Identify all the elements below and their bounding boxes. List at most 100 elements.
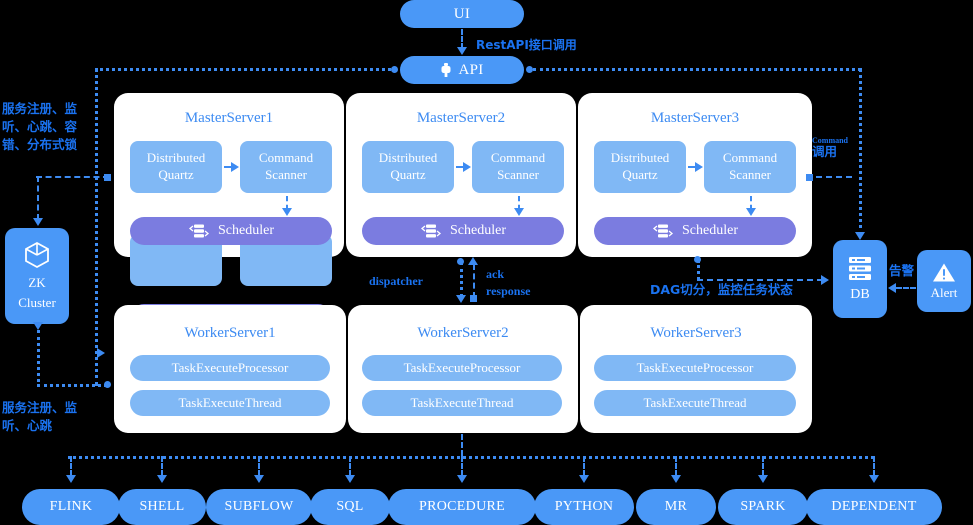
api-right-bus [533, 68, 861, 71]
master-server-1-title: MasterServer1 [184, 110, 274, 126]
master1-quartz-box[interactable]: Distributed Quartz [130, 141, 222, 193]
master3-quartz-line2: Quartz [622, 167, 658, 182]
task-type-label: FLINK [49, 499, 93, 514]
zk-branch-v [37, 176, 39, 220]
api-node[interactable]: API [400, 56, 524, 84]
master2-scheduler-bar[interactable]: Scheduler [362, 217, 564, 245]
ui-node[interactable]: UI [400, 0, 524, 28]
master3-q-to-s-arrow [695, 162, 703, 172]
task-type-shell[interactable]: SHELL [118, 489, 206, 525]
worker1-thread-label: TaskExecuteThread [178, 395, 282, 410]
task-drop-line [762, 456, 764, 476]
task-type-label: SQL [336, 499, 364, 514]
worker-server-1-title: WorkerServer1 [184, 325, 276, 341]
dispatcher-arrow [456, 295, 466, 303]
ui-api-arrow [457, 47, 467, 55]
task-type-label: SHELL [139, 499, 185, 514]
master2-quartz-box[interactable]: Distributed Quartz [362, 141, 454, 193]
master2-quartz-line1: Distributed [378, 150, 438, 166]
master3-s-to-sched-line [750, 196, 752, 210]
master2-s-to-sched-arrow [514, 208, 524, 216]
server-stack-icon [420, 224, 442, 238]
command-call-label: Command 调用 [812, 136, 848, 159]
worker2-thread-label: TaskExecuteThread [410, 395, 514, 410]
master3-command-branch-cap [806, 174, 813, 181]
ui-api-connector [461, 29, 463, 49]
task-type-flink[interactable]: FLINK [22, 489, 120, 525]
master3-scanner-line2: Scanner [729, 167, 771, 182]
response-label: response [486, 284, 531, 298]
task-drop-line [461, 456, 463, 476]
master1-scheduler-label: Scheduler [218, 223, 274, 238]
cube-icon [24, 241, 50, 269]
dispatcher-label: dispatcher [369, 274, 423, 288]
server-stack-icon [652, 224, 674, 238]
zk-note-top: 服务注册、监听、心跳、容错、分布式锁 [2, 101, 78, 153]
task-type-label: MR [664, 499, 688, 514]
task-type-mr[interactable]: MR [636, 489, 716, 525]
alert-to-db-line [896, 287, 916, 289]
dag-arrow [821, 275, 829, 285]
master3-scanner-box[interactable]: Command Scanner [704, 141, 796, 193]
task-drop-arrow [758, 475, 768, 483]
master1-scheduler-bar[interactable]: Scheduler [130, 217, 332, 245]
task-type-dependent[interactable]: DEPENDENT [806, 489, 942, 525]
right-spine [859, 68, 862, 236]
task-drop-line [161, 456, 163, 476]
master1-q-to-s-line [224, 166, 233, 168]
master-server-3-title: MasterServer3 [650, 110, 740, 126]
warning-triangle-icon [932, 262, 956, 283]
master-server-2-title: MasterServer2 [416, 110, 506, 126]
right-spine-arrow [855, 232, 865, 240]
task-type-python[interactable]: PYTHON [534, 489, 634, 525]
restapi-label: RestAPI接口调用 [476, 38, 577, 52]
zk-down-h [37, 384, 107, 387]
db-node[interactable]: DB [833, 240, 887, 318]
task-drop-arrow [671, 475, 681, 483]
worker1-thread[interactable]: TaskExecuteThread [130, 390, 330, 416]
database-icon [847, 256, 873, 281]
master1-quartz-line2: Quartz [158, 167, 194, 182]
task-drop-arrow [457, 475, 467, 483]
master3-scanner-line1: Command [722, 150, 778, 166]
task-type-spark[interactable]: SPARK [718, 489, 808, 525]
master3-scheduler-bar[interactable]: Scheduler [594, 217, 796, 245]
zk-note-bottom: 服务注册、监听、心跳 [2, 400, 78, 434]
zk-cluster-node[interactable]: ZK Cluster [5, 228, 69, 324]
worker-server-2-title: WorkerServer2 [417, 325, 509, 341]
task-type-label: SUBFLOW [224, 499, 294, 514]
dispatcher-origin-dot [457, 258, 464, 265]
task-drop-line [583, 456, 585, 476]
master3-quartz-box[interactable]: Distributed Quartz [594, 141, 686, 193]
task-drop-arrow [579, 475, 589, 483]
worker2-processor-label: TaskExecuteProcessor [403, 360, 521, 375]
alert-label: Alert [930, 284, 958, 300]
dag-line-h [697, 279, 823, 281]
master1-s-to-sched-arrow [282, 208, 292, 216]
task-type-procedure[interactable]: PROCEDURE [388, 489, 536, 525]
master2-q-to-s-line [456, 166, 465, 168]
left-spine [95, 68, 98, 386]
worker2-processor[interactable]: TaskExecuteProcessor [362, 355, 562, 381]
worker-bus-stem [461, 434, 463, 456]
worker1-processor-label: TaskExecuteProcessor [171, 360, 289, 375]
master3-q-to-s-line [688, 166, 697, 168]
task-drop-line [675, 456, 677, 476]
worker3-thread[interactable]: TaskExecuteThread [594, 390, 796, 416]
worker1-processor[interactable]: TaskExecuteProcessor [130, 355, 330, 381]
master1-quartz-line1: Distributed [146, 150, 206, 166]
task-type-label: PYTHON [554, 499, 614, 514]
alert-node[interactable]: Alert [917, 250, 971, 312]
worker3-processor[interactable]: TaskExecuteProcessor [594, 355, 796, 381]
task-type-sql[interactable]: SQL [310, 489, 390, 525]
task-drop-line [873, 456, 875, 476]
task-type-label: SPARK [740, 499, 786, 514]
worker3-thread-label: TaskExecuteThread [643, 395, 747, 410]
master1-scanner-box[interactable]: Command Scanner [240, 141, 332, 193]
task-drop-arrow [254, 475, 264, 483]
dag-origin-dot [694, 256, 701, 263]
master1-scanner-line2: Scanner [265, 167, 307, 182]
worker2-thread[interactable]: TaskExecuteThread [362, 390, 562, 416]
master2-scanner-box[interactable]: Command Scanner [472, 141, 564, 193]
task-type-subflow[interactable]: SUBFLOW [206, 489, 312, 525]
